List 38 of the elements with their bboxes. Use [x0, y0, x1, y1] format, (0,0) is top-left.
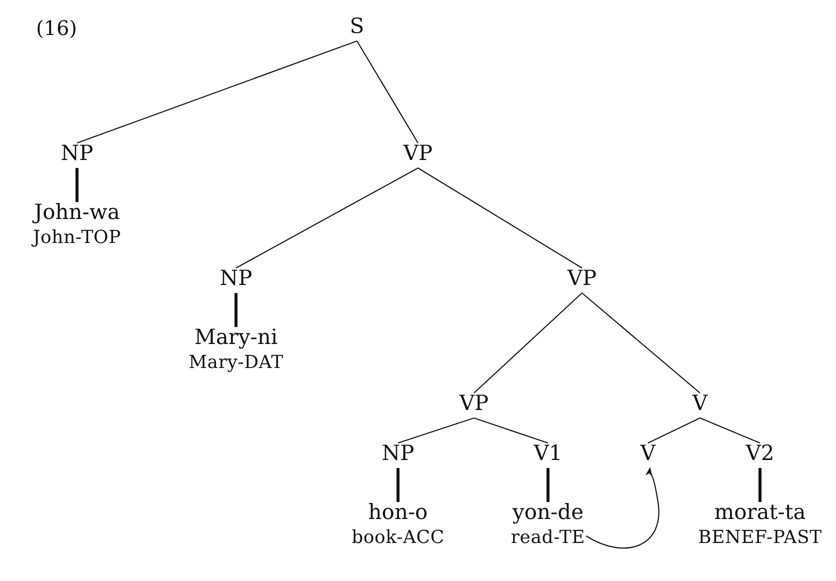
- word-label: John-wa: [34, 200, 120, 225]
- movement-arrow: [586, 467, 660, 549]
- category-label: S: [350, 14, 364, 39]
- gloss-label: book-ACC: [352, 526, 444, 550]
- category-label: VP: [403, 141, 433, 166]
- category-label: V2: [746, 441, 774, 466]
- tree-branch: [700, 418, 760, 444]
- tree-branch: [758, 468, 762, 502]
- category-label: VP: [567, 266, 597, 291]
- category-label: VP: [459, 391, 489, 416]
- category-label: NP: [60, 141, 94, 166]
- tree-branch: [582, 292, 700, 394]
- gloss-label: read-TE: [510, 526, 586, 550]
- tree-branch: [396, 468, 400, 502]
- tree-branch: [76, 40, 358, 144]
- tree-branch: [356, 40, 418, 144]
- tree-branch: [234, 293, 238, 327]
- example-number: (16): [36, 16, 78, 40]
- tree-branch: [474, 292, 582, 394]
- tree-branch: [418, 168, 582, 268]
- word-label: Mary-ni: [194, 325, 278, 350]
- tree-branch: [76, 168, 78, 202]
- tree-branch: [398, 417, 474, 444]
- category-label: V: [640, 441, 656, 466]
- word-label: morat-ta: [714, 500, 806, 525]
- tree-branch: [546, 468, 550, 502]
- tree-branch: [474, 417, 548, 444]
- word-label: hon-o: [368, 500, 428, 525]
- category-label: V1: [534, 441, 562, 466]
- gloss-label: BENEF-PAST: [698, 526, 822, 550]
- category-label: NP: [382, 441, 414, 466]
- gloss-label: Mary-DAT: [188, 351, 284, 375]
- category-label: NP: [220, 266, 252, 291]
- tree-branch: [236, 168, 418, 268]
- tree-branch: [648, 418, 700, 444]
- gloss-label: John-TOP: [33, 226, 121, 250]
- category-label: V: [692, 391, 708, 416]
- word-label: yon-de: [512, 500, 584, 525]
